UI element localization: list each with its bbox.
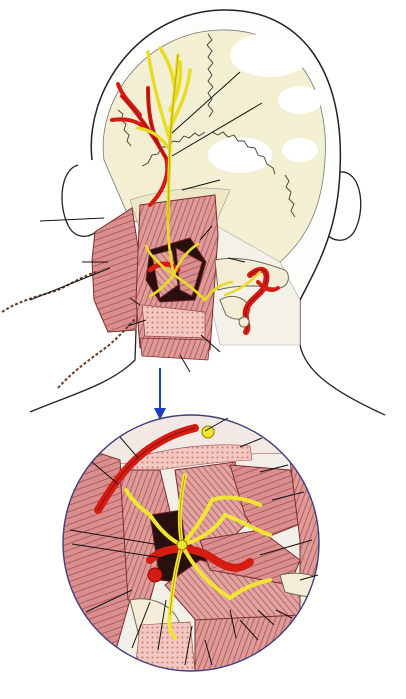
suboccipital-nerve-edge — [169, 474, 186, 616]
posterior-head-view — [1, 9, 386, 416]
leader-lines-top — [29, 71, 263, 373]
fat-strip — [131, 444, 253, 475]
occipital-artery-magnified-edge — [97, 427, 196, 511]
occipital-artery-edge — [121, 87, 167, 159]
lower-fat-patch — [134, 621, 196, 671]
obliquus-capitis-superior — [229, 464, 311, 541]
vertebral-artery-branch — [256, 280, 280, 292]
skull-highlight — [278, 86, 322, 114]
transverse-foramen — [238, 316, 250, 328]
lower-right-muscle — [194, 614, 301, 671]
lesser-occipital-nerve — [223, 270, 262, 297]
nerve-junction — [176, 539, 188, 551]
right-ear — [325, 171, 362, 241]
right-shoulder-outline — [299, 344, 386, 416]
nerve-cut-end — [201, 425, 215, 439]
skull-highlight — [208, 137, 272, 173]
hair-strand — [57, 317, 137, 389]
lambdoid-suture-right — [211, 131, 276, 175]
greater-occipital-nerve-edge — [167, 54, 179, 221]
parietal-suture-left — [117, 109, 132, 147]
magnified-view — [62, 414, 320, 672]
lambdoid-suture-left — [141, 131, 206, 167]
lower-neck-muscle — [139, 337, 211, 361]
magnify-arrow — [154, 368, 166, 420]
skull-highlight — [282, 138, 318, 162]
left-ear — [61, 164, 99, 237]
leader-lines-magnified — [69, 417, 319, 666]
transverse-process — [219, 295, 251, 320]
suboccipital-nerve — [144, 220, 234, 302]
sagittal-suture — [206, 33, 214, 118]
artery-cut-end — [147, 567, 163, 583]
hair-strand — [1, 271, 97, 313]
left-shoulder-outline — [29, 329, 137, 413]
vertebral-artery-magnified — [146, 544, 254, 572]
occipitomastoid-suture — [284, 174, 296, 218]
skull-highlight — [230, 33, 310, 77]
left-neck-muscle-sheet — [91, 207, 141, 333]
central-muscle — [199, 529, 301, 586]
magnified-circle-border — [62, 414, 320, 672]
